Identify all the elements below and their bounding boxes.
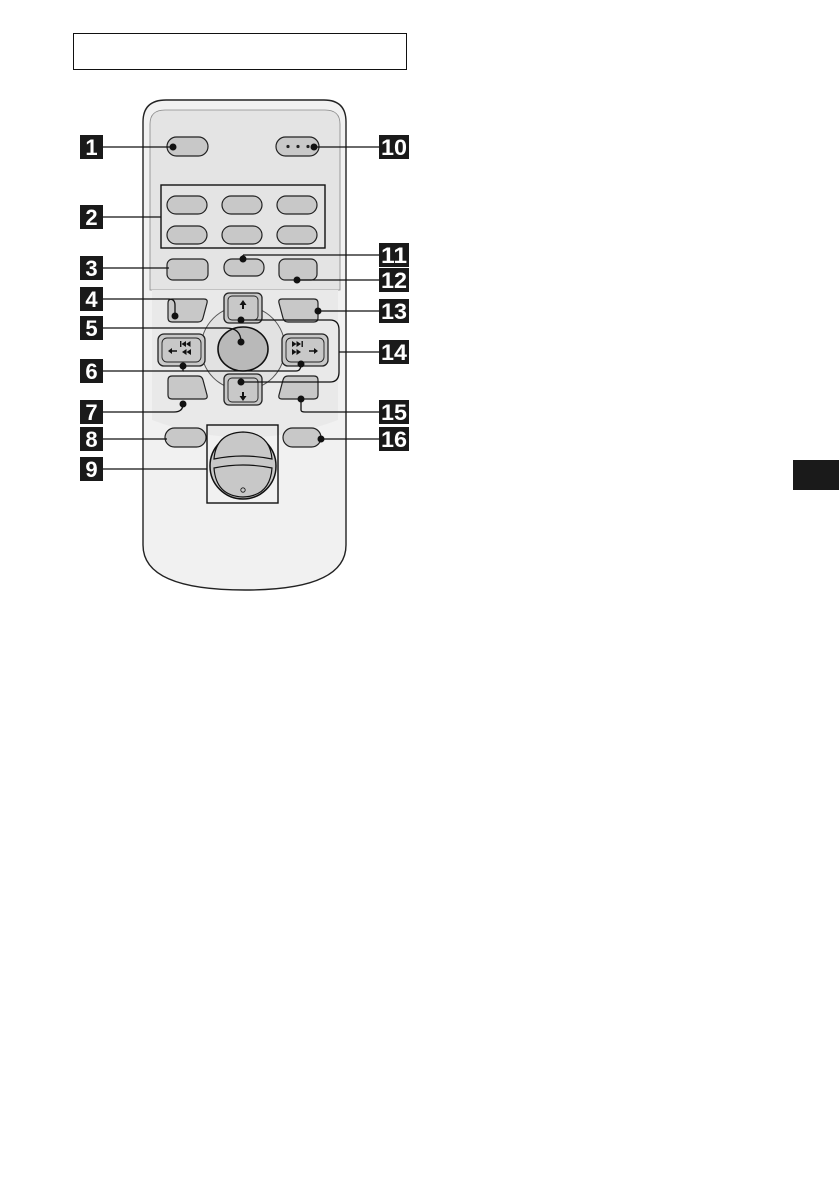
callout-12: 12 <box>379 268 409 293</box>
svg-text:11: 11 <box>381 243 407 268</box>
callout-2: 2 <box>80 205 103 230</box>
callout-5: 5 <box>80 316 103 341</box>
svg-text:2: 2 <box>85 205 97 230</box>
dot-1 <box>286 145 289 148</box>
number-button-3[interactable] <box>277 196 317 214</box>
callout-13: 13 <box>379 299 409 324</box>
number-button-1[interactable] <box>167 196 207 214</box>
callout-15: 15 <box>379 400 409 425</box>
page-edge-tab <box>793 460 839 490</box>
dot-2 <box>296 145 299 148</box>
callout-1: 1 <box>80 135 103 160</box>
svg-text:16: 16 <box>381 427 407 452</box>
source-button[interactable] <box>167 259 208 280</box>
seek-back-button[interactable] <box>158 334 205 366</box>
sel-button[interactable] <box>165 428 206 447</box>
callout-11: 11 <box>379 243 409 268</box>
svg-text:14: 14 <box>381 340 408 365</box>
callout-9: 9 <box>80 457 103 482</box>
svg-text:6: 6 <box>85 359 97 384</box>
svg-text:4: 4 <box>85 287 98 312</box>
list-button[interactable] <box>168 376 207 399</box>
dot-3 <box>306 145 309 148</box>
enter-button[interactable] <box>218 327 268 371</box>
number-button-6[interactable] <box>277 226 317 244</box>
volume-rocker[interactable] <box>210 432 276 499</box>
callout-10: 10 <box>379 135 409 160</box>
number-button-4[interactable] <box>167 226 207 244</box>
svg-text:8: 8 <box>85 427 97 452</box>
number-button-2[interactable] <box>222 196 262 214</box>
callout-4: 4 <box>80 287 103 312</box>
down-button[interactable] <box>224 374 262 405</box>
seek-forward-button[interactable] <box>282 334 328 366</box>
svg-text:15: 15 <box>381 400 407 425</box>
display-button[interactable] <box>279 299 318 322</box>
dsp-button[interactable] <box>283 428 321 447</box>
svg-text:9: 9 <box>85 457 97 482</box>
svg-text:3: 3 <box>85 256 97 281</box>
svg-text:5: 5 <box>85 316 97 341</box>
svg-text:7: 7 <box>85 400 97 425</box>
svg-text:10: 10 <box>381 135 407 160</box>
callout-14: 14 <box>379 340 409 365</box>
svg-text:13: 13 <box>381 299 407 324</box>
callout-16: 16 <box>379 427 409 452</box>
svg-text:1: 1 <box>85 135 97 160</box>
scroll-button[interactable] <box>279 376 318 399</box>
callout-7: 7 <box>80 400 103 425</box>
callout-6: 6 <box>80 359 103 384</box>
svg-text:12: 12 <box>381 268 407 293</box>
callout-8: 8 <box>80 427 103 452</box>
number-button-5[interactable] <box>222 226 262 244</box>
callout-3: 3 <box>80 256 103 281</box>
